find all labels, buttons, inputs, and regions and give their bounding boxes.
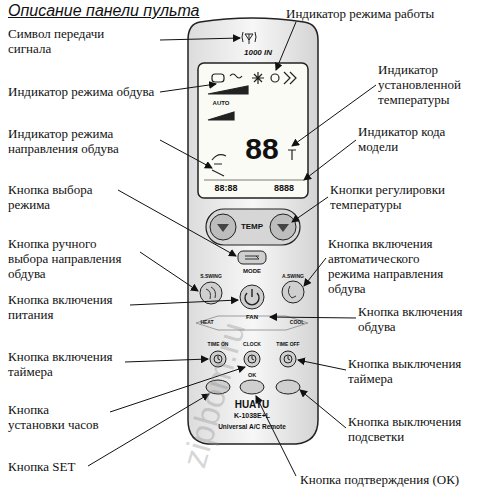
remote-text: HUAYU <box>235 399 270 410</box>
callout-label: Кнопка установки часов <box>8 402 108 432</box>
remote-text: OK <box>248 372 256 378</box>
title: Описание панели пульта <box>8 2 199 20</box>
callout-label: Индикатор режима работы <box>286 6 486 21</box>
callout-label: Индикатор режима обдува <box>8 84 158 99</box>
callout-label: Индикатор режима направления обдува <box>8 126 158 156</box>
callout-label: Кнопка подтверждения (ОК) <box>300 472 480 487</box>
remote-text: AUTO <box>213 100 230 107</box>
remote-text: 1000 IN <box>244 49 272 58</box>
remote-text: TIME ON <box>208 342 229 348</box>
temp-buttons <box>206 209 300 245</box>
remote-text: TEMP <box>241 223 263 232</box>
callout-label: Кнопка включения обдува <box>358 304 478 334</box>
lcd-icons <box>204 72 304 180</box>
callout-label: Кнопка SET <box>8 459 158 474</box>
remote-text: 88 <box>245 132 278 165</box>
power-button <box>240 285 264 309</box>
callout-label: Кнопка выбора режима <box>8 182 118 212</box>
callout-label: Кнопка выключения подсветки <box>348 414 493 444</box>
callout-label: Символ передачи сигнала <box>8 26 138 56</box>
remote-text: CLOCK <box>243 342 261 348</box>
remote-text: Universal A/C Remote <box>218 423 286 430</box>
callout-label: Кнопка ручного выбора направления обдува <box>8 236 136 281</box>
callout-label: Кнопка включения автоматического режима … <box>328 236 456 296</box>
remote-text: 8888 <box>274 184 294 194</box>
remote-text: HEAT <box>200 320 213 326</box>
mode-button <box>238 251 266 264</box>
remote-text: MODE <box>243 268 261 275</box>
remote-text: COOL <box>290 320 304 326</box>
callout-label: Кнопка включения таймера <box>8 349 128 379</box>
callout-label: Кнопки регулировки температуры <box>330 182 470 212</box>
remote-text: 88:88 <box>214 184 237 194</box>
remote-text: S.SWING <box>200 274 222 280</box>
signal-symbol <box>242 32 256 44</box>
remote-text: FAN <box>246 314 258 321</box>
callout-label: Индикатор установленной температуры <box>378 62 488 107</box>
remote-text: TIME OFF <box>276 342 299 348</box>
callout-label: Индикатор кода модели <box>358 124 478 154</box>
remote-text: K-1038E+L <box>234 412 270 420</box>
callout-label: Кнопка выключения таймера <box>348 356 488 386</box>
callout-label: Кнопка включения питания <box>8 292 128 322</box>
lcd-screen <box>198 63 308 198</box>
remote-text: A.SWING <box>282 274 304 280</box>
auto-swing-button <box>282 281 304 303</box>
